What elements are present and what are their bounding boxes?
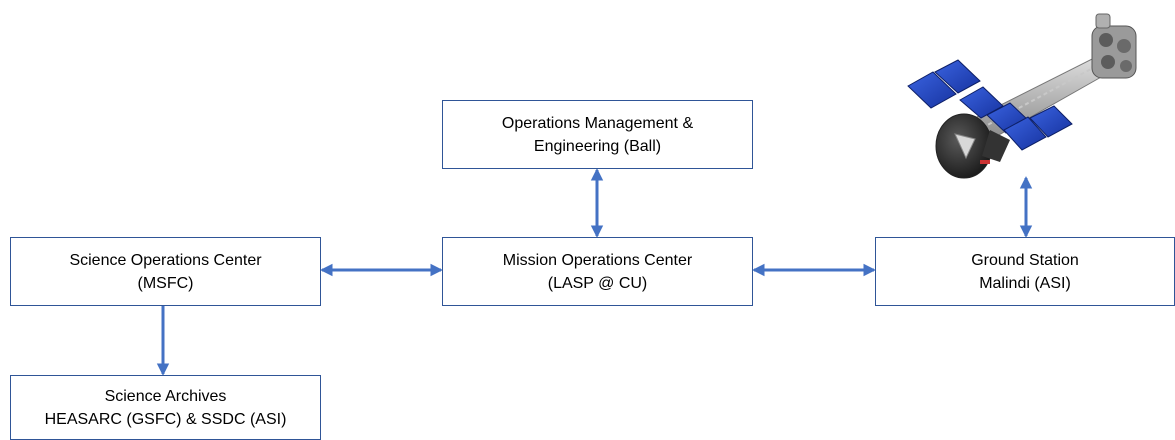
ops-management-line1: Operations Management & <box>501 114 694 132</box>
mission-ops-center-line1: Mission Operations Center <box>502 251 693 269</box>
science-archives-box: Science Archives HEASARC (GSFC) & SSDC (… <box>10 375 321 440</box>
ground-station-line1: Ground Station <box>971 251 1079 269</box>
science-ops-center-box: Science Operations Center (MSFC) <box>10 237 321 306</box>
ops-management-box: Operations Management & Engineering (Bal… <box>442 100 753 169</box>
science-ops-center-line2: (MSFC) <box>137 274 194 292</box>
optics-module <box>1091 13 1137 79</box>
mission-ops-center-line2: (LASP @ CU) <box>547 274 648 292</box>
science-ops-center-line1: Science Operations Center <box>69 251 262 269</box>
spacecraft-body <box>935 113 1010 179</box>
mission-ops-center-box: Mission Operations Center (LASP @ CU) <box>442 237 753 306</box>
ground-station-line2: Malindi (ASI) <box>979 274 1071 292</box>
solar-panels <box>907 59 1073 151</box>
ops-management-line2: Engineering (Ball) <box>533 137 662 155</box>
ground-station-box: Ground Station Malindi (ASI) <box>875 237 1175 306</box>
science-archives-line1: Science Archives <box>104 387 227 405</box>
science-archives-line2: HEASARC (GSFC) & SSDC (ASI) <box>44 410 287 428</box>
